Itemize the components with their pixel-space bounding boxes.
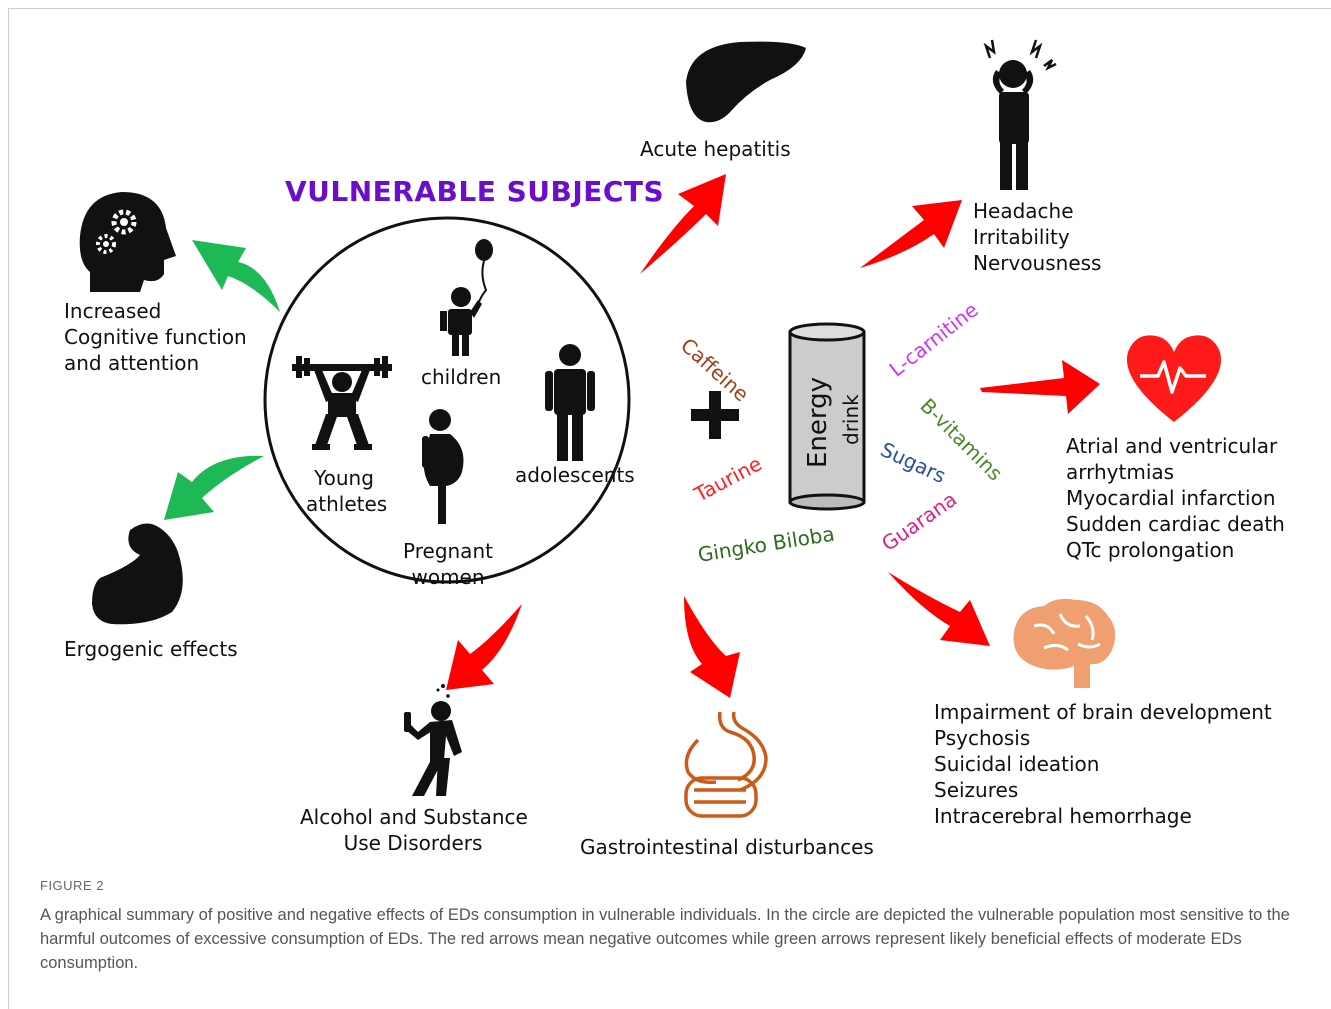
green-arrow-ergogenic: [164, 455, 264, 520]
red-arrow-gastro: [684, 596, 740, 698]
liver-icon: [686, 41, 806, 123]
energy-label: Energy: [803, 377, 833, 468]
red-arrow-headache: [860, 200, 962, 268]
drunk-person-icon: [404, 684, 462, 796]
gastro-effect-label: Gastrointestinal disturbances: [580, 835, 874, 859]
cardiac-effect-label: Atrial and ventricular arrhytmias Myocar…: [1066, 434, 1285, 562]
cognitive-effect-label: Increased Cognitive function and attenti…: [64, 299, 247, 375]
figure-frame: [8, 8, 1331, 1009]
vulnerable-subjects-circle: [263, 216, 631, 584]
red-arrow-hepatitis: [640, 174, 726, 274]
flexed-arm-icon: [92, 523, 183, 625]
red-arrow-cardiac: [980, 360, 1100, 414]
child-icon: [440, 239, 493, 356]
red-arrow-brain: [888, 572, 990, 646]
adolescents-label: adolescents: [515, 463, 635, 487]
brain-icon: [1013, 598, 1116, 688]
brain-effect-label: Impairment of brain development Psychosi…: [934, 700, 1272, 828]
weightlifter-icon: [292, 356, 392, 450]
diagram-title: VULNERABLE SUBJECTS: [285, 175, 665, 208]
alcohol-effect-label: Alcohol and Substance Use Disorders: [300, 805, 528, 855]
pregnant-women-label: Pregnant women: [403, 539, 493, 589]
adolescent-icon: [545, 344, 595, 461]
heart-icon: [1126, 335, 1222, 422]
caption-text: A graphical summary of positive and nega…: [40, 906, 1290, 972]
plus-icon: [691, 391, 739, 439]
headache-effect-label: Headache Irritability Nervousness: [973, 199, 1102, 275]
green-arrow-cognitive: [192, 240, 280, 312]
figure-caption: FIGURE 2 A graphical summary of positive…: [40, 878, 1300, 975]
figure-label: FIGURE 2: [40, 878, 104, 893]
head-gears-icon: [79, 192, 176, 292]
stomach-icon: [684, 711, 768, 818]
headache-person-icon: [983, 39, 1057, 190]
energy-drink-can: Energy drink: [788, 322, 866, 511]
young-athletes-label: Young athletes: [306, 466, 388, 516]
red-arrow-alcohol: [446, 604, 522, 690]
hepatitis-effect-label: Acute hepatitis: [640, 137, 791, 161]
children-label: children: [421, 365, 502, 389]
diagram-canvas: Energy drink: [79, 39, 1222, 818]
drink-label: drink: [839, 394, 863, 445]
ergogenic-effect-label: Ergogenic effects: [64, 637, 238, 661]
pregnant-woman-icon: [422, 409, 464, 524]
